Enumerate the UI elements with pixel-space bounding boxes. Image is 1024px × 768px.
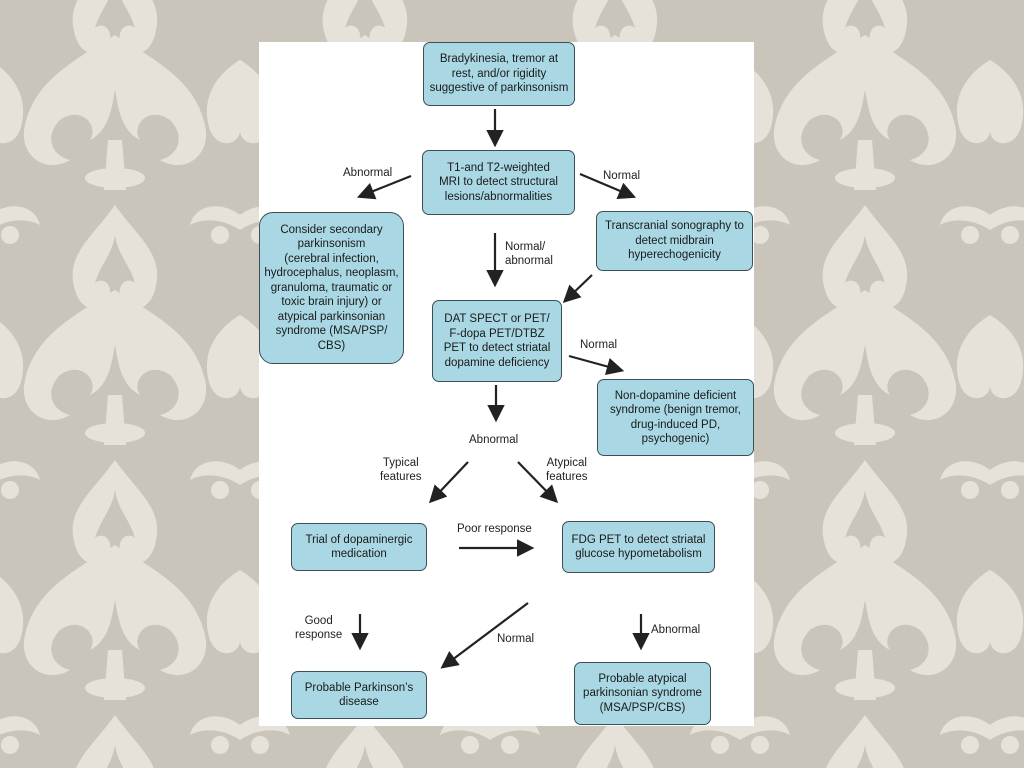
label-normal-fdg: Normal xyxy=(497,633,535,645)
node-secondary-parkinsonism: Consider secondary parkinsonism (cerebra… xyxy=(259,212,404,364)
node-probable-atypical: Probable atypical parkinsonian syndrome … xyxy=(574,662,711,725)
label-typical-features: Typical features xyxy=(380,457,422,483)
label-good-response: Good response xyxy=(295,615,343,641)
label-abnormal-fdg: Abnormal xyxy=(651,624,701,636)
node-dat-spect: DAT SPECT or PET/ F-dopa PET/DTBZ PET to… xyxy=(432,300,562,382)
label-atypical-features: Atypical features xyxy=(546,457,588,483)
label-normal-dat: Normal xyxy=(580,339,618,351)
node-mri: T1-and T2-weighted MRI to detect structu… xyxy=(422,150,575,215)
label-abnormal-mri: Abnormal xyxy=(343,167,393,179)
label-abnormal-dat: Abnormal xyxy=(469,434,519,446)
node-non-dopamine-deficient: Non-dopamine deficient syndrome (benign … xyxy=(597,379,754,456)
label-normal-abnormal: Normal/ abnormal xyxy=(505,241,553,267)
node-fdg-pet: FDG PET to detect striatal glucose hypom… xyxy=(562,521,715,573)
node-start: Bradykinesia, tremor at rest, and/or rig… xyxy=(423,42,575,106)
label-poor-response: Poor response xyxy=(457,523,532,535)
node-probable-parkinsons: Probable Parkinson’s disease xyxy=(291,671,427,719)
node-transcranial-sonography: Transcranial sonography to detect midbra… xyxy=(596,211,753,271)
node-trial-dopaminergic: Trial of dopaminergic medication xyxy=(291,523,427,571)
label-normal-mri: Normal xyxy=(603,170,641,182)
